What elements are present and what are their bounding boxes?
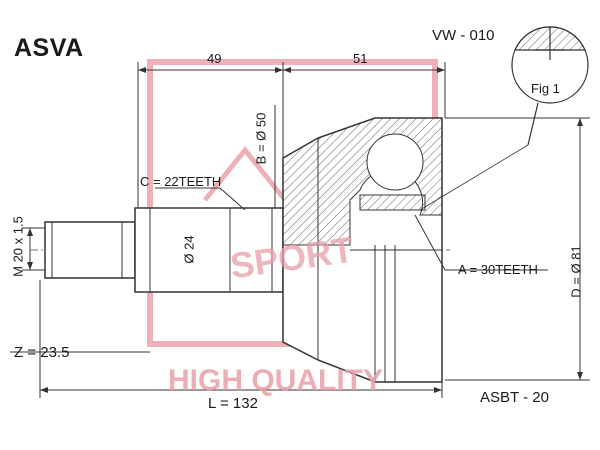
dim-length-right: 51 (353, 51, 368, 66)
dim-length-left: 49 (207, 51, 222, 66)
dim-z: Z = 23.5 (14, 344, 70, 361)
watermark-high-quality: HIGH QUALITY (168, 364, 383, 397)
dim-inner-teeth: C = 22TEETH (140, 174, 222, 189)
dim-outer-teeth: A = 30TEETH (458, 262, 538, 277)
shaft (134, 207, 284, 293)
dim-total-length: L = 132 (208, 395, 258, 412)
dim-boot-diameter: B = Ø 50 (253, 112, 269, 165)
dim-outer-diameter: D = Ø 81 (568, 245, 584, 298)
section-hatch (282, 117, 443, 246)
threaded-stub (44, 221, 136, 279)
dim-shaft-diameter: Ø 24 (181, 235, 197, 264)
dim-thread: M 20 x 1.5 (10, 216, 26, 277)
part-number: VW - 010 (432, 27, 495, 44)
fig-detail (419, 26, 589, 211)
fig-label: Fig 1 (531, 81, 560, 96)
brand-logo-text: ASVA (14, 34, 84, 62)
product-code: ASBT - 20 (480, 389, 549, 406)
leader-lines (155, 187, 548, 271)
